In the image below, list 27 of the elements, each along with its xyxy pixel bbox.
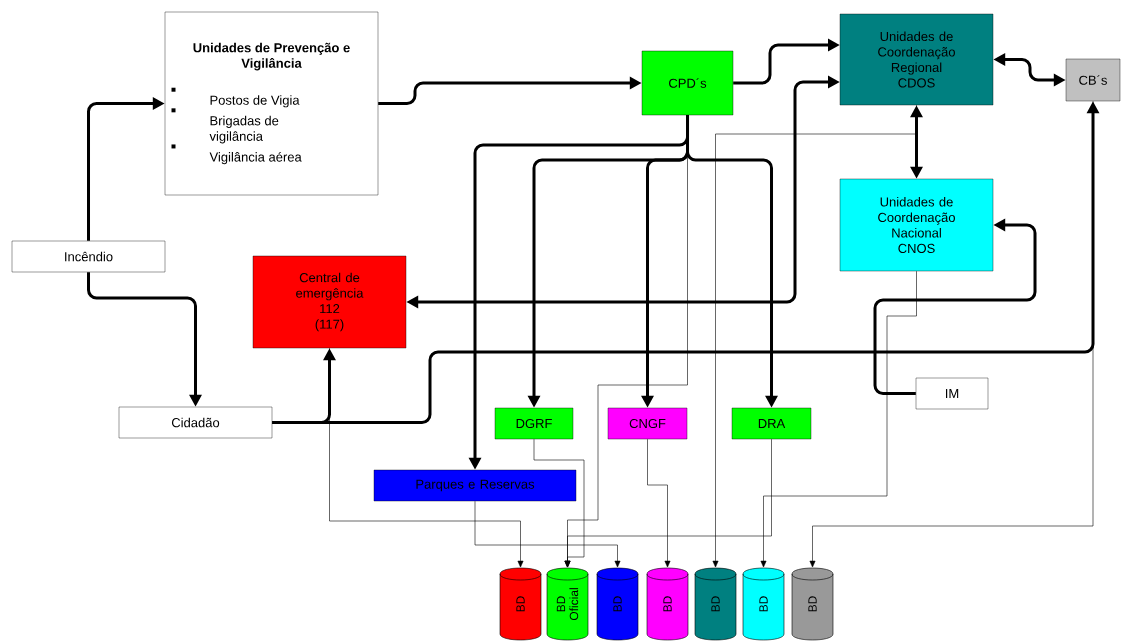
- arrow: [809, 100, 1094, 568]
- database-cylinder: BD: [791, 567, 834, 641]
- process-box: CNGF: [607, 407, 688, 440]
- process-box: Unidades de Prevenção e Vigilância Postos de Vigia Brigadas de vigilância Vigilância aérea: [164, 11, 379, 196]
- arrow: [712, 104, 917, 568]
- process-box: Incêndio: [11, 240, 166, 273]
- arrow: [564, 438, 772, 568]
- process-box: Unidades de Coordenação Nacional CNOS: [839, 178, 994, 272]
- process-box: Cidadão: [118, 406, 273, 439]
- database-cylinder: BD: [694, 567, 737, 641]
- database-cylinder: BD: [646, 567, 689, 641]
- arrow: [760, 270, 917, 568]
- process-box: DRA: [731, 407, 812, 440]
- process-box: CB´s: [1065, 58, 1121, 102]
- process-box: Unidades de Coordenação Regional CDOS: [839, 13, 994, 106]
- process-box: Central de emergência 112 (117): [252, 255, 407, 349]
- database-cylinder: BD: [596, 567, 639, 641]
- process-box: IM: [915, 377, 989, 410]
- process-box: Parques e Reservas: [373, 469, 577, 502]
- process-box: DGRF: [494, 407, 574, 440]
- process-box: CPD´s: [641, 50, 734, 116]
- database-cylinder: BD: [742, 567, 785, 641]
- database-cylinder: BD: [499, 567, 542, 641]
- database-cylinder: BD Oficial: [546, 567, 589, 641]
- arrow: [474, 500, 621, 568]
- arrow: [329, 347, 524, 568]
- arrow: [647, 438, 671, 568]
